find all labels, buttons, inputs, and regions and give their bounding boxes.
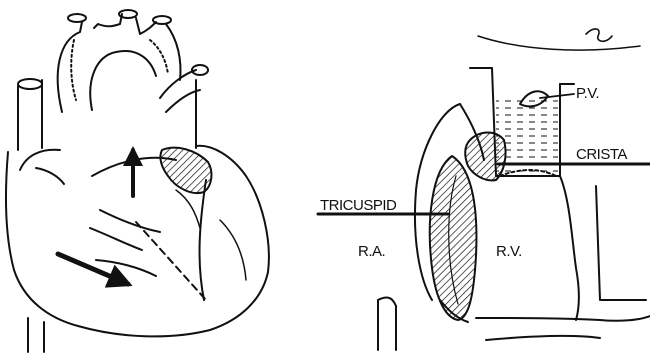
rv-label: R.V. — [496, 243, 522, 260]
crista-label: CRISTA — [576, 146, 627, 163]
crista-muscle — [465, 133, 505, 181]
superior-vena-cava — [18, 79, 42, 150]
tricuspid-label: TRICUSPID — [320, 197, 397, 214]
top-outline — [478, 36, 640, 50]
pv-label: P.V. — [576, 85, 599, 102]
diagonal-arrow — [58, 254, 128, 284]
external-heart-view — [6, 10, 269, 352]
pulmonary-artery — [160, 65, 208, 148]
heart-body — [6, 146, 269, 337]
inferior-vena-cava — [28, 318, 44, 352]
inferior-vena-cava-right — [378, 298, 396, 350]
incision-dashed-line — [136, 222, 206, 300]
left-atrial-appendage — [160, 148, 211, 193]
ra-label: R.A. — [358, 243, 385, 260]
tricuspid-leaflet — [430, 156, 477, 320]
signature-mark — [586, 29, 612, 41]
internal-section-view — [318, 29, 650, 350]
